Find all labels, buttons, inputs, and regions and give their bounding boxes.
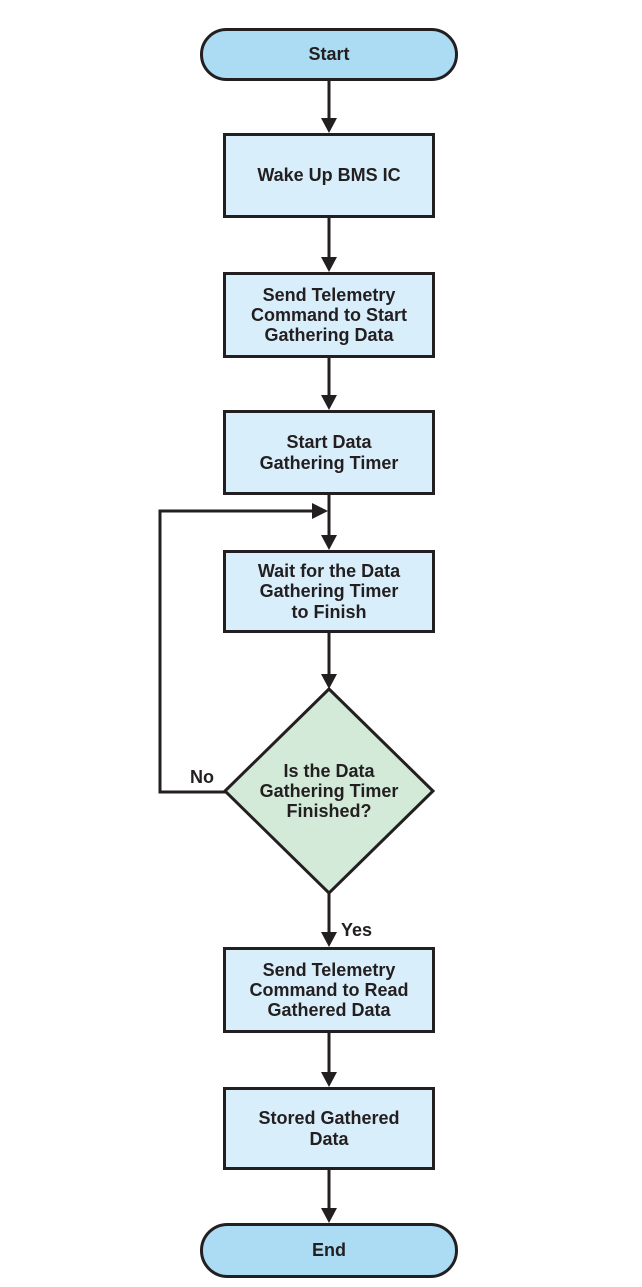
- arrow-head-icon: [321, 932, 337, 947]
- arrow-head-icon: [312, 503, 328, 519]
- node-label: Send Telemetry Command to Start Gatherin…: [250, 284, 407, 346]
- edge-sendstart-to-starttimer: [321, 358, 337, 410]
- node-start: Start: [200, 28, 458, 81]
- arrow-head-icon: [321, 118, 337, 133]
- arrow-head-icon: [321, 535, 337, 550]
- edge-start-to-wakeup: [321, 81, 337, 133]
- edge-decision-yes: [321, 893, 337, 947]
- node-stored-gathered-data: Stored Gathered Data: [223, 1087, 435, 1170]
- edge-wait-to-decision: [321, 633, 337, 689]
- edge-decision-no-loop: [158, 503, 328, 794]
- edge-stored-to-end: [321, 1170, 337, 1223]
- node-label: Send Telemetry Command to Read Gathered …: [249, 959, 409, 1021]
- arrow-head-icon: [321, 257, 337, 272]
- node-send-telemetry-start: Send Telemetry Command to Start Gatherin…: [223, 272, 435, 358]
- node-start-data-gathering-timer: Start Data Gathering Timer: [223, 410, 435, 495]
- node-label: Start: [308, 44, 350, 65]
- edge-line: [158, 509, 313, 794]
- arrow-head-icon: [321, 1072, 337, 1087]
- node-label: Start Data Gathering Timer: [259, 432, 399, 473]
- node-label: Wake Up BMS IC: [257, 165, 401, 186]
- arrow-head-icon: [321, 1208, 337, 1223]
- node-end: End: [200, 1223, 458, 1278]
- node-label: Is the Data Gathering Timer Finished?: [259, 760, 399, 822]
- node-label: Stored Gathered Data: [258, 1108, 400, 1149]
- edge-label-no: No: [190, 767, 214, 787]
- edge-label-yes: Yes: [341, 920, 373, 940]
- node-label: Wait for the Data Gathering Timer to Fin…: [257, 561, 401, 622]
- edge-starttimer-to-wait: [321, 495, 337, 550]
- node-label: End: [312, 1240, 346, 1261]
- node-wake-up-bms-ic: Wake Up BMS IC: [223, 133, 435, 218]
- edge-sendread-to-stored: [321, 1033, 337, 1087]
- arrow-head-icon: [321, 674, 337, 689]
- arrow-head-icon: [321, 395, 337, 410]
- node-wait-for-timer: Wait for the Data Gathering Timer to Fin…: [223, 550, 435, 633]
- node-send-telemetry-read: Send Telemetry Command to Read Gathered …: [223, 947, 435, 1033]
- node-decision-timer-finished: Is the Data Gathering Timer Finished?: [234, 757, 424, 825]
- edge-wakeup-to-sendstart: [321, 218, 337, 272]
